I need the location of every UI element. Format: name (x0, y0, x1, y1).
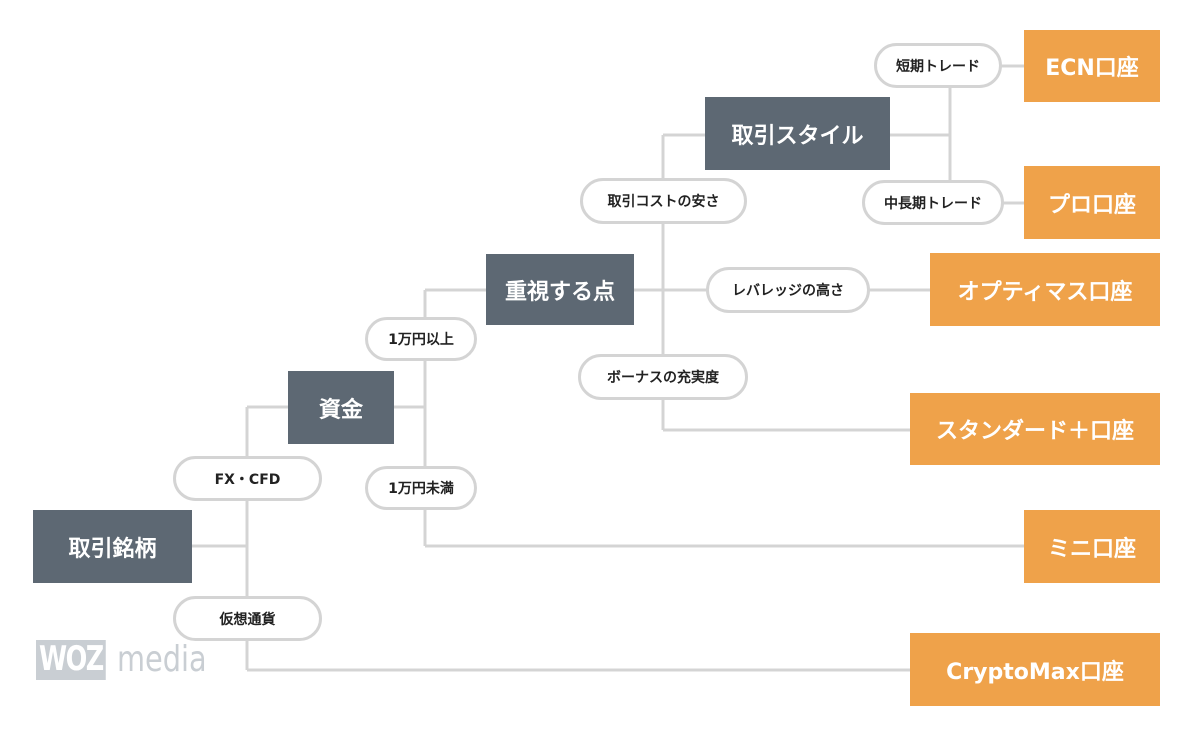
edge-bonus: ボーナスの充実度 (578, 354, 748, 400)
logo-wordmark: media (117, 639, 207, 680)
result-optimus-label: オプティマス口座 (957, 279, 1133, 305)
edge-under-10k: 1万円未満 (365, 466, 477, 510)
edge-short-term: 短期トレード (874, 43, 1002, 88)
edge-cost-label: 取引コストの安さ (607, 194, 720, 210)
result-pro: プロ口座 (1024, 166, 1160, 239)
edge-cost: 取引コストの安さ (580, 178, 747, 224)
node-toribiki-style-label: 取引スタイル (731, 123, 864, 149)
result-cryptomax-label: CryptoMax口座 (946, 659, 1124, 685)
edge-mid-long-term-label: 中長期トレード (884, 195, 982, 212)
edge-mid-long-term: 中長期トレード (862, 180, 1004, 225)
edge-kasou-label: 仮想通貨 (219, 611, 276, 628)
edge-short-term-label: 短期トレード (896, 58, 980, 75)
node-toribiki-meigara: 取引銘柄 (33, 510, 192, 583)
edge-over-10k-label: 1万円以上 (388, 332, 454, 348)
edge-fx-cfd: FX・CFD (173, 456, 322, 501)
result-optimus: オプティマス口座 (930, 253, 1160, 326)
result-cryptomax: CryptoMax口座 (910, 633, 1160, 706)
node-shikin: 資金 (288, 371, 394, 444)
result-standard-plus: スタンダード＋口座 (910, 393, 1160, 465)
result-mini-label: ミニ口座 (1047, 536, 1136, 562)
result-ecn-label: ECN口座 (1045, 56, 1139, 81)
node-toribiki-style: 取引スタイル (705, 97, 890, 170)
node-juushi-label: 重視する点 (504, 279, 615, 305)
result-mini: ミニ口座 (1024, 510, 1160, 583)
edge-over-10k: 1万円以上 (365, 317, 477, 361)
edge-under-10k-label: 1万円未満 (388, 481, 454, 497)
result-standard-plus-label: スタンダード＋口座 (935, 419, 1134, 444)
result-pro-label: プロ口座 (1047, 192, 1136, 218)
edge-fx-cfd-label: FX・CFD (214, 471, 281, 488)
edge-leverage-label: レバレッジの高さ (732, 283, 844, 299)
node-juushi: 重視する点 (486, 254, 634, 325)
node-shikin-label: 資金 (318, 397, 363, 423)
node-toribiki-meigara-label: 取引銘柄 (68, 536, 157, 562)
edge-kasou: 仮想通貨 (173, 596, 322, 641)
result-ecn: ECN口座 (1024, 30, 1160, 102)
edge-leverage: レバレッジの高さ (706, 267, 870, 313)
logo-mark: WOZ (36, 640, 106, 680)
woz-media-logo: WOZ media (36, 640, 229, 680)
edge-bonus-label: ボーナスの充実度 (607, 370, 719, 386)
